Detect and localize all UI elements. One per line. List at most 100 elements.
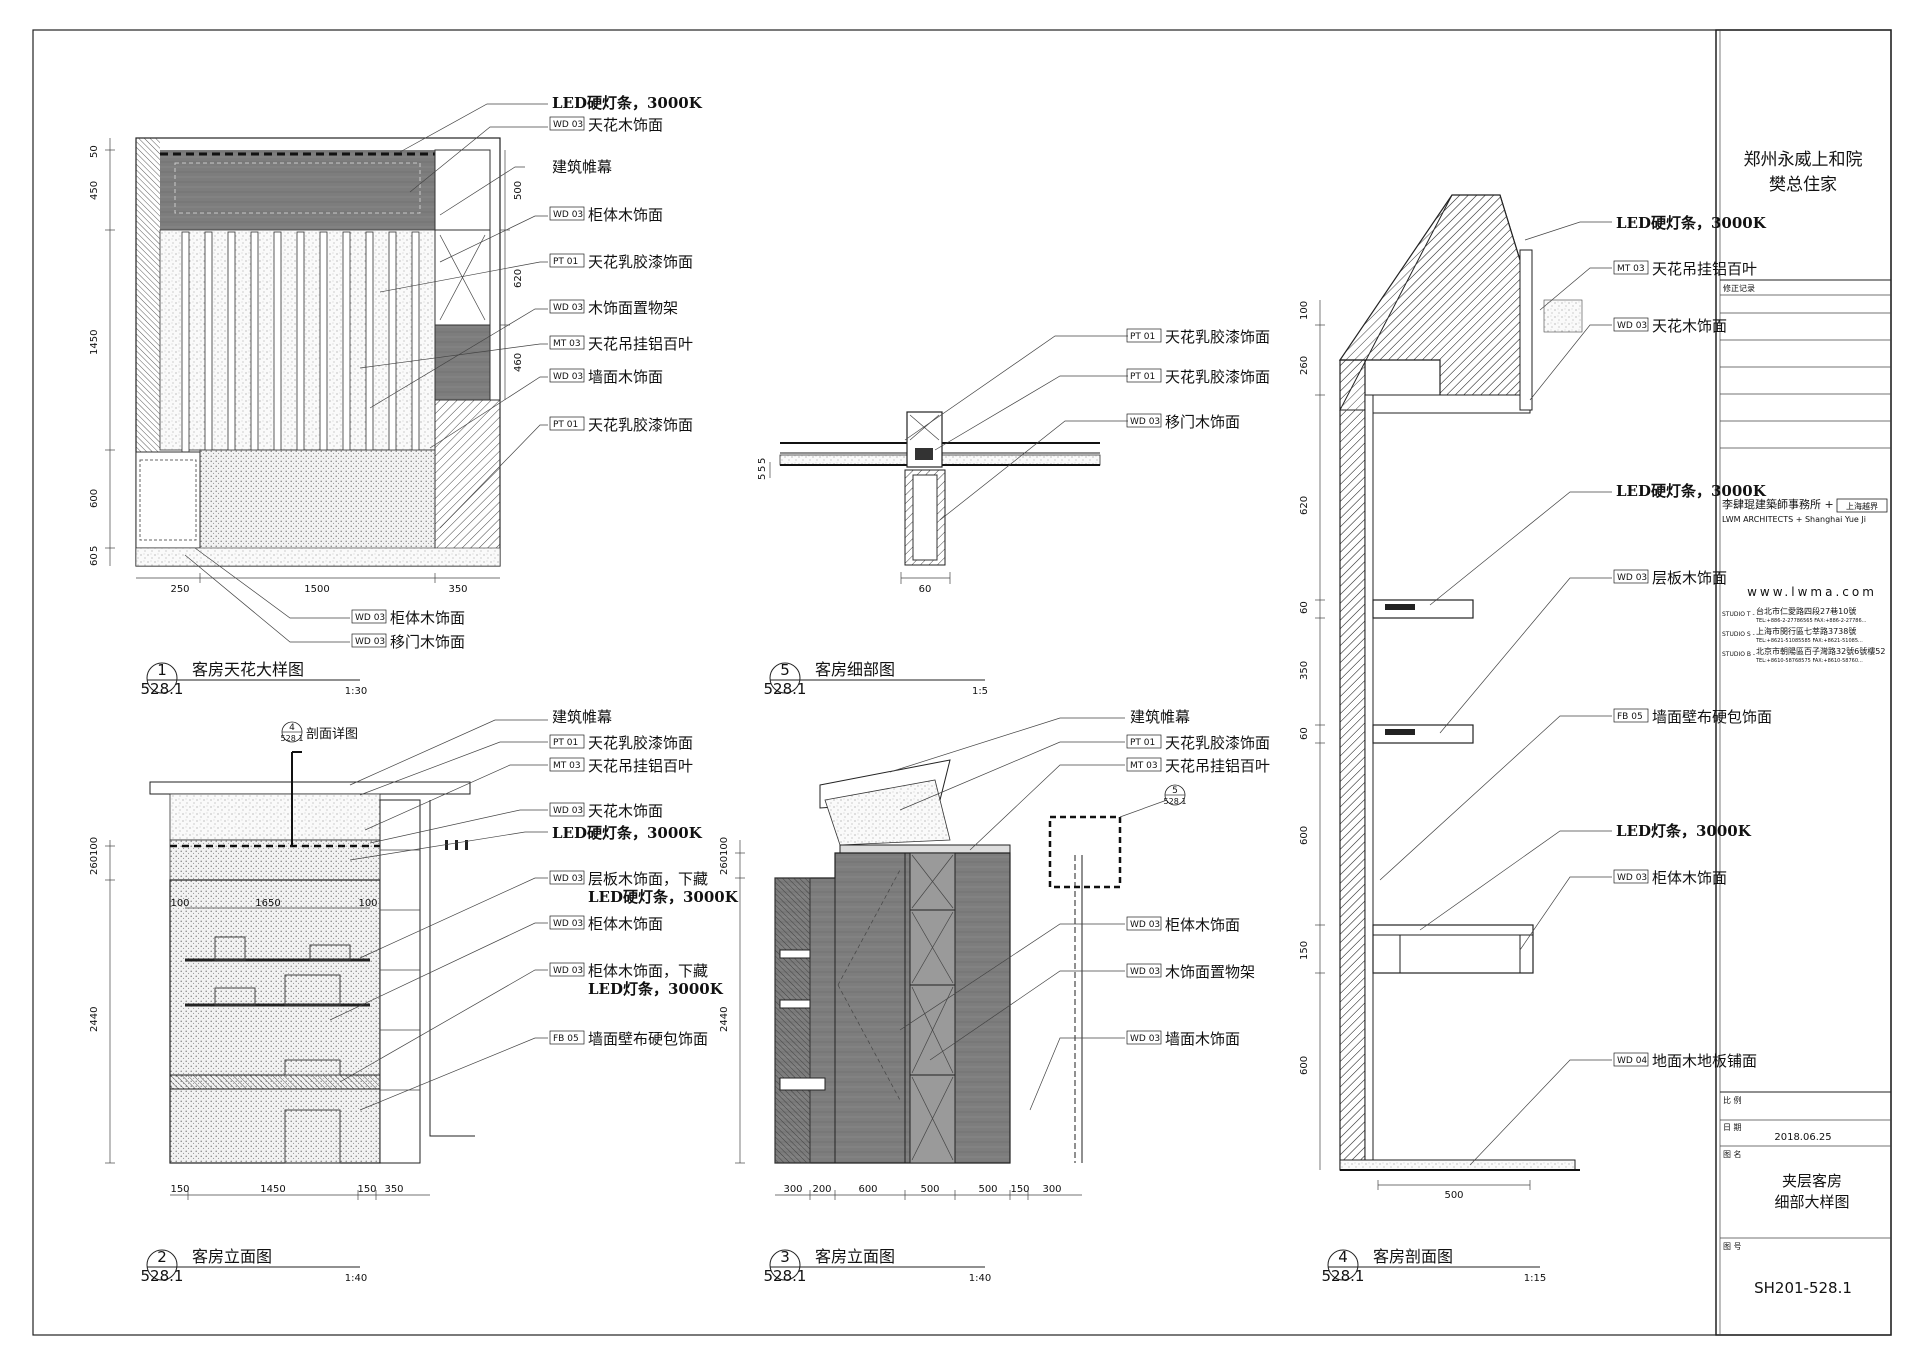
dim-label: 1650 bbox=[255, 898, 280, 909]
callout-code: MT 03 bbox=[553, 339, 581, 349]
callout-code: WD 03 bbox=[1617, 573, 1647, 583]
callout-text: 柜体木饰面 bbox=[588, 206, 663, 224]
drawing-name-label: 图 名 bbox=[1723, 1149, 1742, 1159]
firm-name-en: LWM ARCHITECTS + Shanghai Yue Ji bbox=[1722, 515, 1866, 524]
dim-label: 150 bbox=[357, 1184, 376, 1195]
dim-label: 5 bbox=[89, 546, 100, 552]
view-sheet-ref: 528.1 bbox=[1322, 1267, 1365, 1285]
section-ref-label: 剖面详图 bbox=[306, 727, 358, 742]
dim-label: 260 bbox=[89, 856, 100, 875]
view-scale: 1:5 bbox=[972, 686, 988, 697]
dim-label: 100 bbox=[719, 837, 730, 856]
title-block: 郑州永威上和院 樊总住家 修正记录 李肆琨建築師事務所 + 上海越界 LWM A… bbox=[1720, 150, 1891, 1297]
callout-text: 墙面木饰面 bbox=[588, 368, 663, 386]
studio-phone: TEL:+8610-58768575 FAX:+8610-58760... bbox=[1755, 658, 1863, 664]
dim-label: 350 bbox=[448, 584, 467, 595]
callout-code: WD 03 bbox=[1130, 1034, 1160, 1044]
callout-text: LED硬灯条，3000K bbox=[1616, 214, 1767, 232]
callout-text: 墙面壁布硬包饰面 bbox=[1652, 708, 1772, 726]
callout-text: 天花乳胶漆饰面 bbox=[1165, 734, 1270, 752]
date-value: 2018.06.25 bbox=[1774, 1132, 1831, 1143]
view-number: 2 bbox=[157, 1248, 167, 1266]
callout-text: 移门木饰面 bbox=[1165, 413, 1240, 431]
callout-code: WD 03 bbox=[553, 966, 583, 976]
callout-code: WD 03 bbox=[1617, 873, 1647, 883]
leader-lines bbox=[1379, 221, 1612, 1166]
view-4-callouts: LED硬灯条，3000K MT 03 天花吊挂铝百叶 WD 03 天花木饰面 L… bbox=[1613, 214, 1772, 1070]
dim-label: 500 bbox=[513, 181, 524, 200]
dim-label: 600 bbox=[89, 489, 100, 508]
callout-text: 天花乳胶漆饰面 bbox=[1165, 368, 1270, 386]
callout-code: MT 03 bbox=[1130, 761, 1158, 771]
studio-label: STUDIO B - bbox=[1722, 651, 1755, 658]
view-scale: 1:30 bbox=[345, 686, 367, 697]
callout-code: WD 03 bbox=[553, 919, 583, 929]
view-title: 客房立面图 bbox=[815, 1247, 895, 1266]
callout-text: 移门木饰面 bbox=[390, 633, 465, 651]
view-number: 4 bbox=[1338, 1248, 1348, 1266]
view-1-title: 1 528.1 客房天花大样图 1:30 bbox=[141, 660, 368, 698]
callout-text: 柜体木饰面 bbox=[588, 915, 663, 933]
dim-label: 150 bbox=[1299, 941, 1310, 960]
dim-label: 1450 bbox=[260, 1184, 285, 1195]
leader-lines bbox=[184, 103, 548, 643]
view-title: 客房天花大样图 bbox=[192, 660, 304, 679]
view-scale: 1:40 bbox=[969, 1273, 991, 1284]
callout-code: WD 04 bbox=[1617, 1056, 1647, 1066]
callout-code: WD 03 bbox=[1130, 920, 1160, 930]
drawing-name-line1: 夹层客房 bbox=[1782, 1172, 1842, 1190]
callout-text: 天花木饰面 bbox=[588, 802, 663, 820]
callout-text: 天花吊挂铝百叶 bbox=[588, 757, 693, 775]
view-2-callouts: 建筑帷幕 PT 01 天花乳胶漆饰面 MT 03 天花吊挂铝百叶 WD 03 天… bbox=[549, 708, 739, 1048]
view-3-callouts: 建筑帷幕 PT 01 天花乳胶漆饰面 MT 03 天花吊挂铝百叶 WD 03 柜… bbox=[1126, 708, 1270, 1048]
view-1-ceiling-detail: 50 450 1450 600 5 60 500 620 460 250 150… bbox=[89, 94, 703, 698]
callout-code: PT 01 bbox=[1130, 332, 1155, 342]
project-name-line1: 郑州永威上和院 bbox=[1744, 150, 1863, 170]
dim-label: 450 bbox=[89, 181, 100, 200]
callout-code: PT 01 bbox=[553, 420, 578, 430]
callout-text: 天花乳胶漆饰面 bbox=[1165, 328, 1270, 346]
view-title: 客房细部图 bbox=[815, 660, 895, 679]
callout-code: WD 03 bbox=[553, 372, 583, 382]
dim-label: 100 bbox=[1299, 301, 1310, 320]
view-5-door-detail: 60 5 5 5 PT 01 天花乳胶漆饰面 PT 01 天花乳胶漆饰面 WD … bbox=[757, 328, 1270, 698]
callout-text: 柜体木饰面 bbox=[390, 609, 465, 627]
callout-code: MT 03 bbox=[1617, 264, 1645, 274]
view-3-title: 3 528.1 客房立面图 1:40 bbox=[764, 1247, 992, 1285]
studio-label: STUDIO T - bbox=[1722, 611, 1755, 618]
dim-label: 260 bbox=[1299, 356, 1310, 375]
callout-text: LED硬灯条，3000K bbox=[1616, 482, 1767, 500]
callout-text: LED硬灯条，3000K bbox=[552, 94, 703, 112]
dim-label: 350 bbox=[384, 1184, 403, 1195]
callout-text: 墙面壁布硬包饰面 bbox=[588, 1030, 708, 1048]
studio-label: STUDIO S - bbox=[1722, 631, 1755, 638]
callout-code: WD 03 bbox=[553, 303, 583, 313]
dim-label: 5 bbox=[757, 458, 768, 464]
dim-label: 100 bbox=[170, 898, 189, 909]
dim-label: 60 bbox=[1299, 601, 1310, 614]
detail-ref: 5 528.1 bbox=[1119, 784, 1186, 818]
leader-lines bbox=[889, 717, 1125, 1111]
section-ref-number: 4 bbox=[289, 723, 295, 733]
drawing-no-value: SH201-528.1 bbox=[1754, 1279, 1852, 1297]
dim-label: 5 bbox=[757, 474, 768, 480]
callout-code: MT 03 bbox=[553, 761, 581, 771]
dim-label: 100 bbox=[358, 898, 377, 909]
callout-text: 建筑帷幕 bbox=[552, 158, 612, 176]
studio-phone: TEL:+886-2-27786565 FAX:+886-2-27786... bbox=[1755, 618, 1867, 624]
dim-label: 100 bbox=[89, 837, 100, 856]
dim-label: 500 bbox=[1444, 1190, 1463, 1201]
callout-code: WD 03 bbox=[553, 210, 583, 220]
callout-text: 木饰面置物架 bbox=[588, 299, 678, 317]
callout-text: 柜体木饰面 bbox=[1652, 869, 1727, 887]
view-sheet-ref: 528.1 bbox=[141, 680, 184, 698]
firm-website: www.lwma.com bbox=[1747, 585, 1877, 599]
dim-label: 200 bbox=[812, 1184, 831, 1195]
callout-text: 柜体木饰面 bbox=[1165, 916, 1240, 934]
callout-code: FB 05 bbox=[1617, 712, 1643, 722]
dimension-lines bbox=[1315, 300, 1531, 1190]
view-5-title: 5 528.1 客房细部图 1:5 bbox=[764, 660, 989, 698]
louvre-slats bbox=[181, 231, 420, 453]
callout-code: WD 03 bbox=[553, 806, 583, 816]
